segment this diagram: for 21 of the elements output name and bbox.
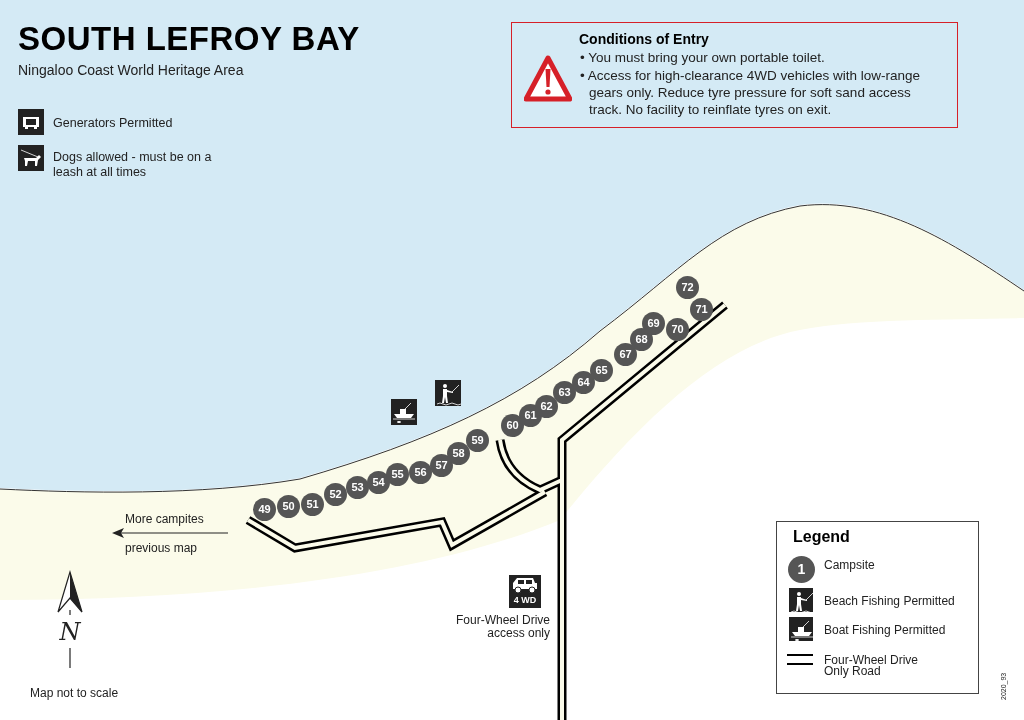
legend-label: Boat Fishing Permitted: [824, 623, 947, 637]
access-note: Four-Wheel Drive access only: [454, 614, 550, 640]
north-letter: N: [58, 618, 82, 646]
legend-heading: Legend: [793, 528, 850, 546]
conditions-heading: Conditions of Entry: [579, 31, 709, 47]
scale-note: Map not to scale: [30, 686, 119, 700]
map-title: SOUTH LEFROY BAY: [18, 20, 360, 58]
amenity-label: Generators Permitted: [53, 116, 173, 130]
campsite-marker: 1: [788, 556, 815, 583]
condition-text: • You must bring your own portable toilet.: [580, 49, 826, 66]
legend-box: [776, 521, 979, 694]
legend-label: Four-Wheel Drive Only Road: [824, 655, 919, 677]
map-subtitle: Ningaloo Coast World Heritage Area: [18, 62, 244, 78]
amenity-label: Dogs allowed - must be on a leash at all times: [53, 150, 213, 180]
direction-label: More campites: [125, 512, 204, 526]
condition-text: • Access for high-clearance 4WD vehicles with low-range gears only. Reduce tyre pressure for soft sand access track. No facility to reinflate tyres on exit.: [580, 67, 922, 118]
conditions-box: [511, 22, 958, 128]
legend-label: Campsite: [824, 558, 876, 572]
icon-caption: 4 WD: [512, 595, 538, 605]
direction-label: previous map: [125, 541, 198, 555]
legend-label: Beach Fishing Permitted: [824, 594, 956, 608]
